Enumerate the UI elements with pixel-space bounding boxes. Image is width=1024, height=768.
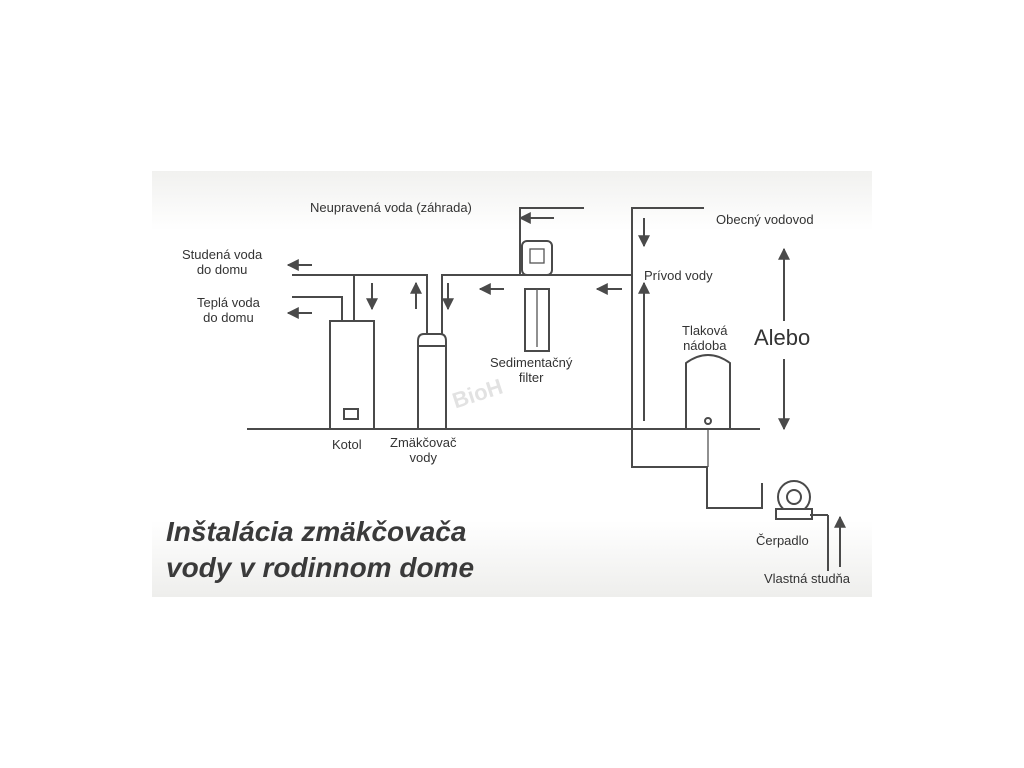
title-line1: Inštalácia zmäkčovača xyxy=(166,516,467,547)
label-studna: Vlastná studňa xyxy=(764,571,851,586)
pump-center xyxy=(786,489,802,505)
municipal-pipe xyxy=(631,207,704,275)
label-obecny: Obecný vodovod xyxy=(716,212,814,227)
label-alebo: Alebo xyxy=(754,325,811,350)
label-neupravena: Neupravená voda (záhrada) xyxy=(310,200,472,215)
softener-device xyxy=(417,333,447,430)
title-line2: vody v rodinnom dome xyxy=(166,552,475,583)
label-tlakova: Tlaková nádoba xyxy=(682,323,728,353)
pipe-softener-filter xyxy=(441,274,552,336)
filter-head xyxy=(521,240,553,276)
pressure-tank xyxy=(685,354,731,430)
tank-valve xyxy=(704,417,712,425)
label-privod: Prívod vody xyxy=(644,268,713,283)
plumbing-diagram xyxy=(247,207,846,571)
kotol-hot-pipe xyxy=(292,296,343,321)
garden-pipe xyxy=(519,207,584,275)
kotol-vent xyxy=(343,408,359,420)
label-zmakcovac: Zmäkčovač vody xyxy=(390,435,457,465)
well-loop-pipe xyxy=(631,275,763,509)
label-cerpadlo: Čerpadlo xyxy=(756,533,809,548)
label-sedimentacny: Sedimentačný filter xyxy=(490,355,573,385)
diagram-frame: Neupravená voda (záhrada) Obecný vodovod… xyxy=(152,171,872,597)
label-kotol: Kotol xyxy=(332,437,362,452)
pump-base xyxy=(775,508,813,520)
filter-head-inner xyxy=(529,248,545,264)
pipe-kotol-softener xyxy=(354,274,428,336)
label-tepla: Teplá voda do domu xyxy=(197,295,260,325)
label-studena: Studená voda do domu xyxy=(182,247,263,277)
